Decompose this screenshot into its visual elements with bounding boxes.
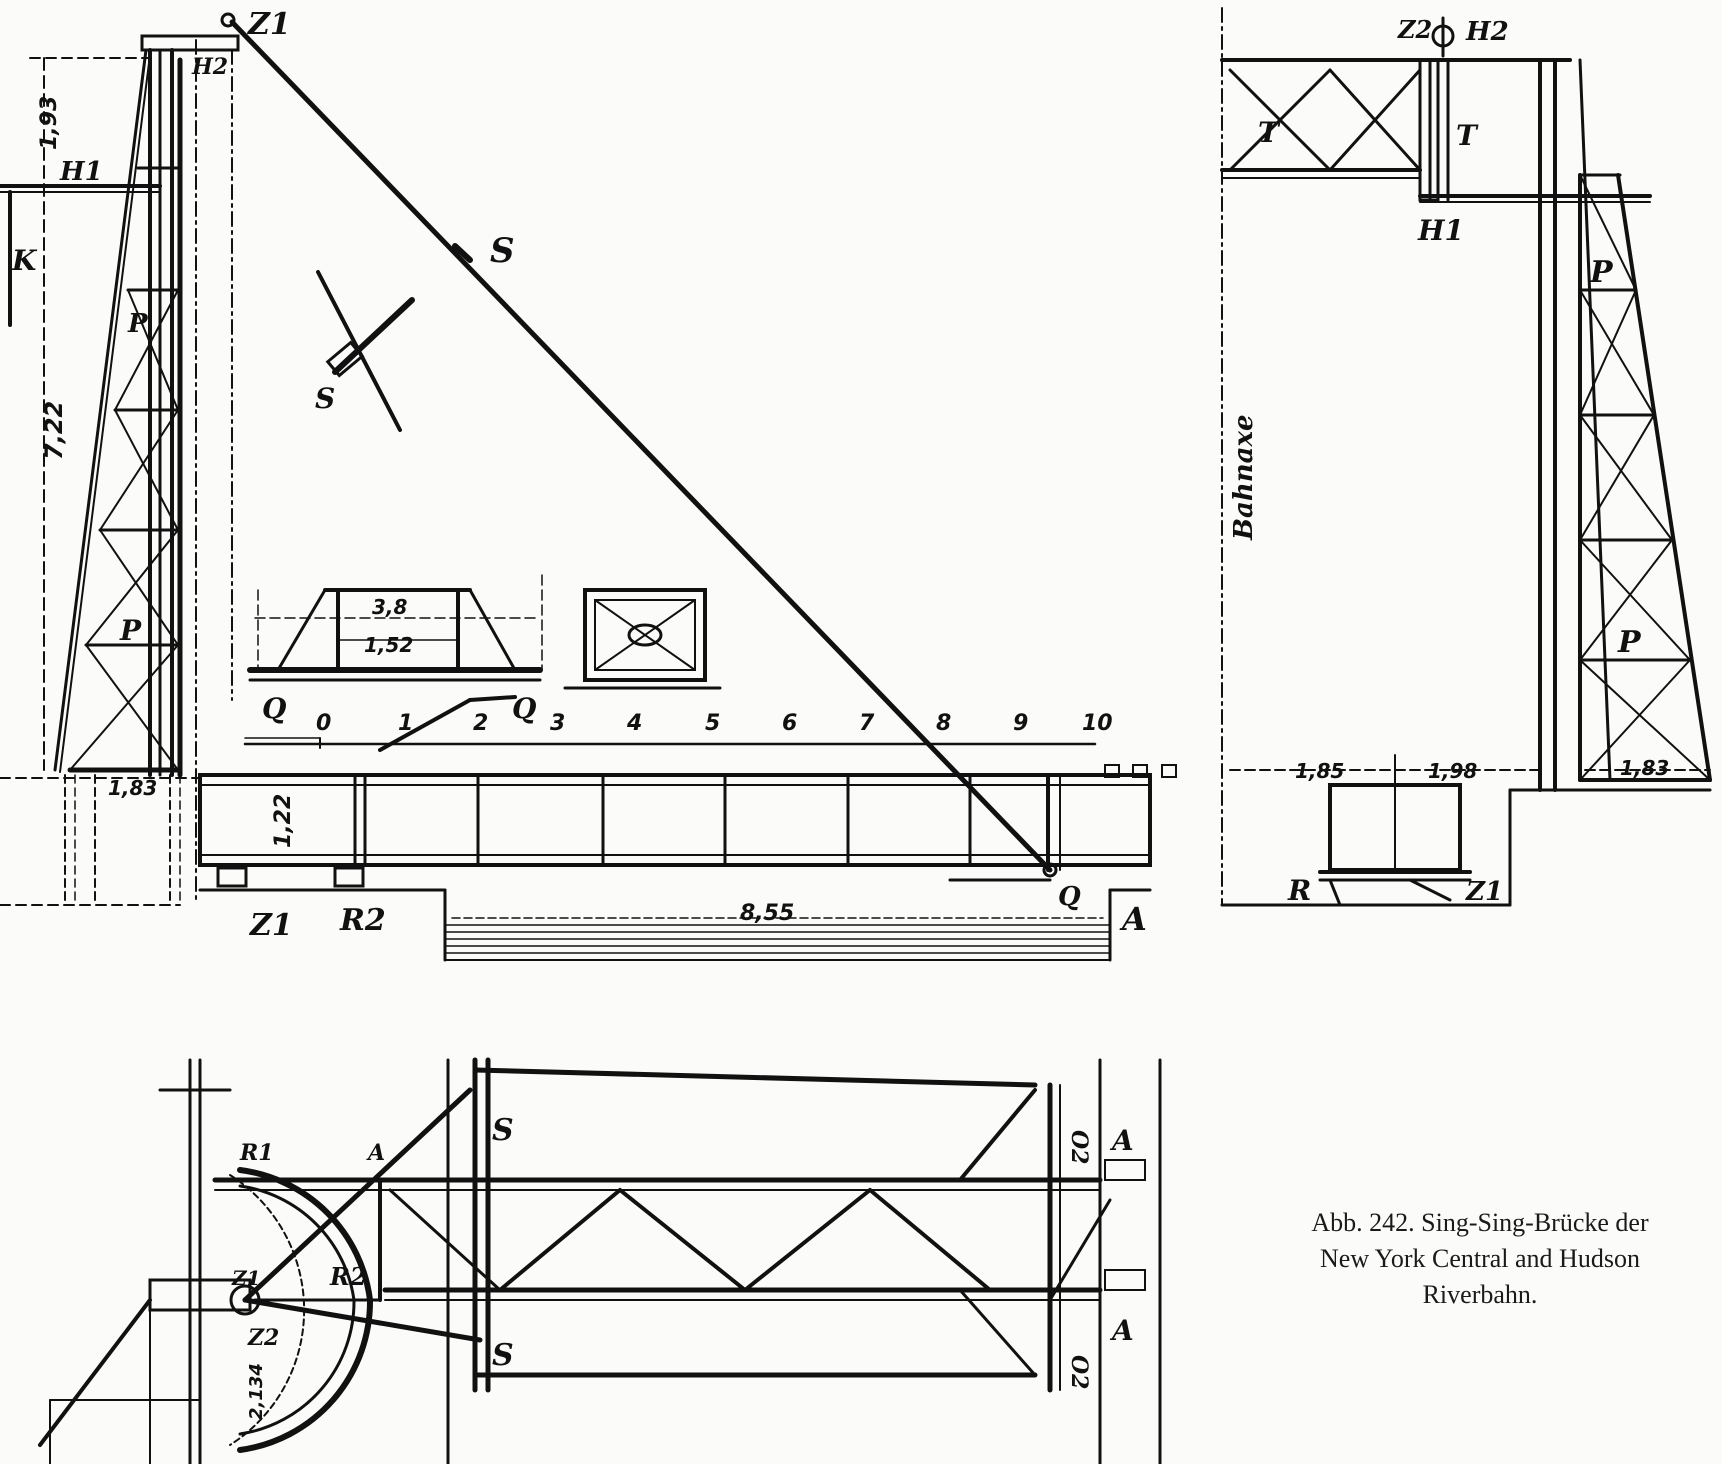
scale-tick-5: 5 (705, 711, 720, 736)
label-p-upper: P (127, 309, 149, 339)
scale-tick-3: 3 (550, 711, 565, 736)
section-labels: Z2 H2 T T H1 P P Bahnaxe R Z1 1,85 1,98 … (1229, 15, 1669, 907)
label-t-right: T (1456, 119, 1479, 152)
label-o2-bottom: O2 (1066, 1355, 1092, 1389)
label-z2-plan: Z2 (247, 1325, 279, 1351)
caption-line-1: Abb. 242. Sing-Sing-Brücke der (1311, 1208, 1649, 1237)
label-r: R (1287, 874, 1311, 907)
label-k: K (11, 244, 38, 277)
label-q-right: Q (512, 692, 536, 725)
dim-2-134: 2,134 (246, 1363, 267, 1420)
scale-tick-0: 0 (316, 711, 331, 736)
dim-3-8: 3,8 (372, 595, 408, 619)
label-a-right-bottom: A (1109, 1314, 1134, 1347)
dim-1-83-section: 1,83 (1620, 756, 1669, 780)
label-r2: R2 (339, 903, 386, 938)
label-z1-base: Z1 (249, 908, 293, 943)
cross-section-view (1220, 7, 1712, 907)
scale-tick-8: 8 (936, 711, 951, 736)
plan-labels: R1 A S Z1 R2 Z2 2,134 S O2 O2 A A (231, 1113, 1134, 1420)
figure-caption: Abb. 242. Sing-Sing-Brücke der New York … (1250, 1205, 1710, 1313)
label-r2-plan: R2 (329, 1262, 367, 1291)
plan-view (38, 1057, 1162, 1464)
scale-tick-10: 10 (1082, 711, 1113, 736)
label-r1: R1 (239, 1140, 274, 1166)
label-h2-top: H2 (191, 54, 228, 80)
label-z2: Z2 (1397, 15, 1432, 44)
dim-1-85: 1,85 (1295, 759, 1344, 783)
dim-7-22: 7,22 (40, 401, 68, 460)
label-p-lower: P (119, 614, 142, 647)
label-s-top: S (492, 1113, 514, 1148)
scale-tick-9: 9 (1013, 711, 1028, 736)
label-a-right-top: A (1109, 1124, 1134, 1157)
label-q-left: Q (262, 692, 286, 725)
label-h1-section: H1 (1417, 214, 1464, 247)
label-bahnaxe: Bahnaxe (1229, 414, 1259, 541)
caption-line-3: Riverbahn. (1422, 1280, 1538, 1309)
label-a-top: A (366, 1140, 385, 1166)
elevation-view (0, 12, 1177, 962)
label-q-end: Q (1058, 882, 1081, 912)
label-z1-section: Z1 (1465, 877, 1503, 907)
label-p-section-lower: P (1617, 625, 1642, 660)
label-z1-plan: Z1 (231, 1266, 261, 1290)
dim-1-22: 1,22 (271, 794, 296, 848)
dim-1-83: 1,83 (108, 776, 157, 800)
dim-1-93: 1,93 (37, 96, 62, 150)
scale-tick-4: 4 (626, 711, 642, 736)
label-h2: H2 (1465, 17, 1509, 47)
dim-8-55: 8,55 (740, 901, 794, 926)
label-a: A (1119, 900, 1147, 938)
dim-1-98: 1,98 (1428, 759, 1477, 783)
label-s-bottom: S (492, 1338, 514, 1373)
scale-tick-6: 6 (782, 711, 797, 736)
scale-tick-1: 1 (398, 711, 413, 736)
dim-1-52: 1,52 (364, 633, 413, 657)
caption-line-2: New York Central and Hudson (1320, 1244, 1640, 1273)
label-p-section-upper: P (1589, 255, 1614, 290)
label-h1: H1 (59, 157, 103, 187)
label-s-stay: S (490, 231, 515, 271)
label-t-left: T (1258, 116, 1281, 149)
label-o2-top: O2 (1066, 1130, 1092, 1164)
label-s-detail: S (315, 382, 335, 415)
elevation-labels: Z1 H2 H1 K P P S S Q Q Q Z1 R2 A 1,93 7,… (11, 7, 1147, 943)
label-z1-top: Z1 (247, 7, 291, 42)
scale-tick-2: 2 (473, 711, 488, 736)
scale-tick-7: 7 (859, 711, 875, 736)
